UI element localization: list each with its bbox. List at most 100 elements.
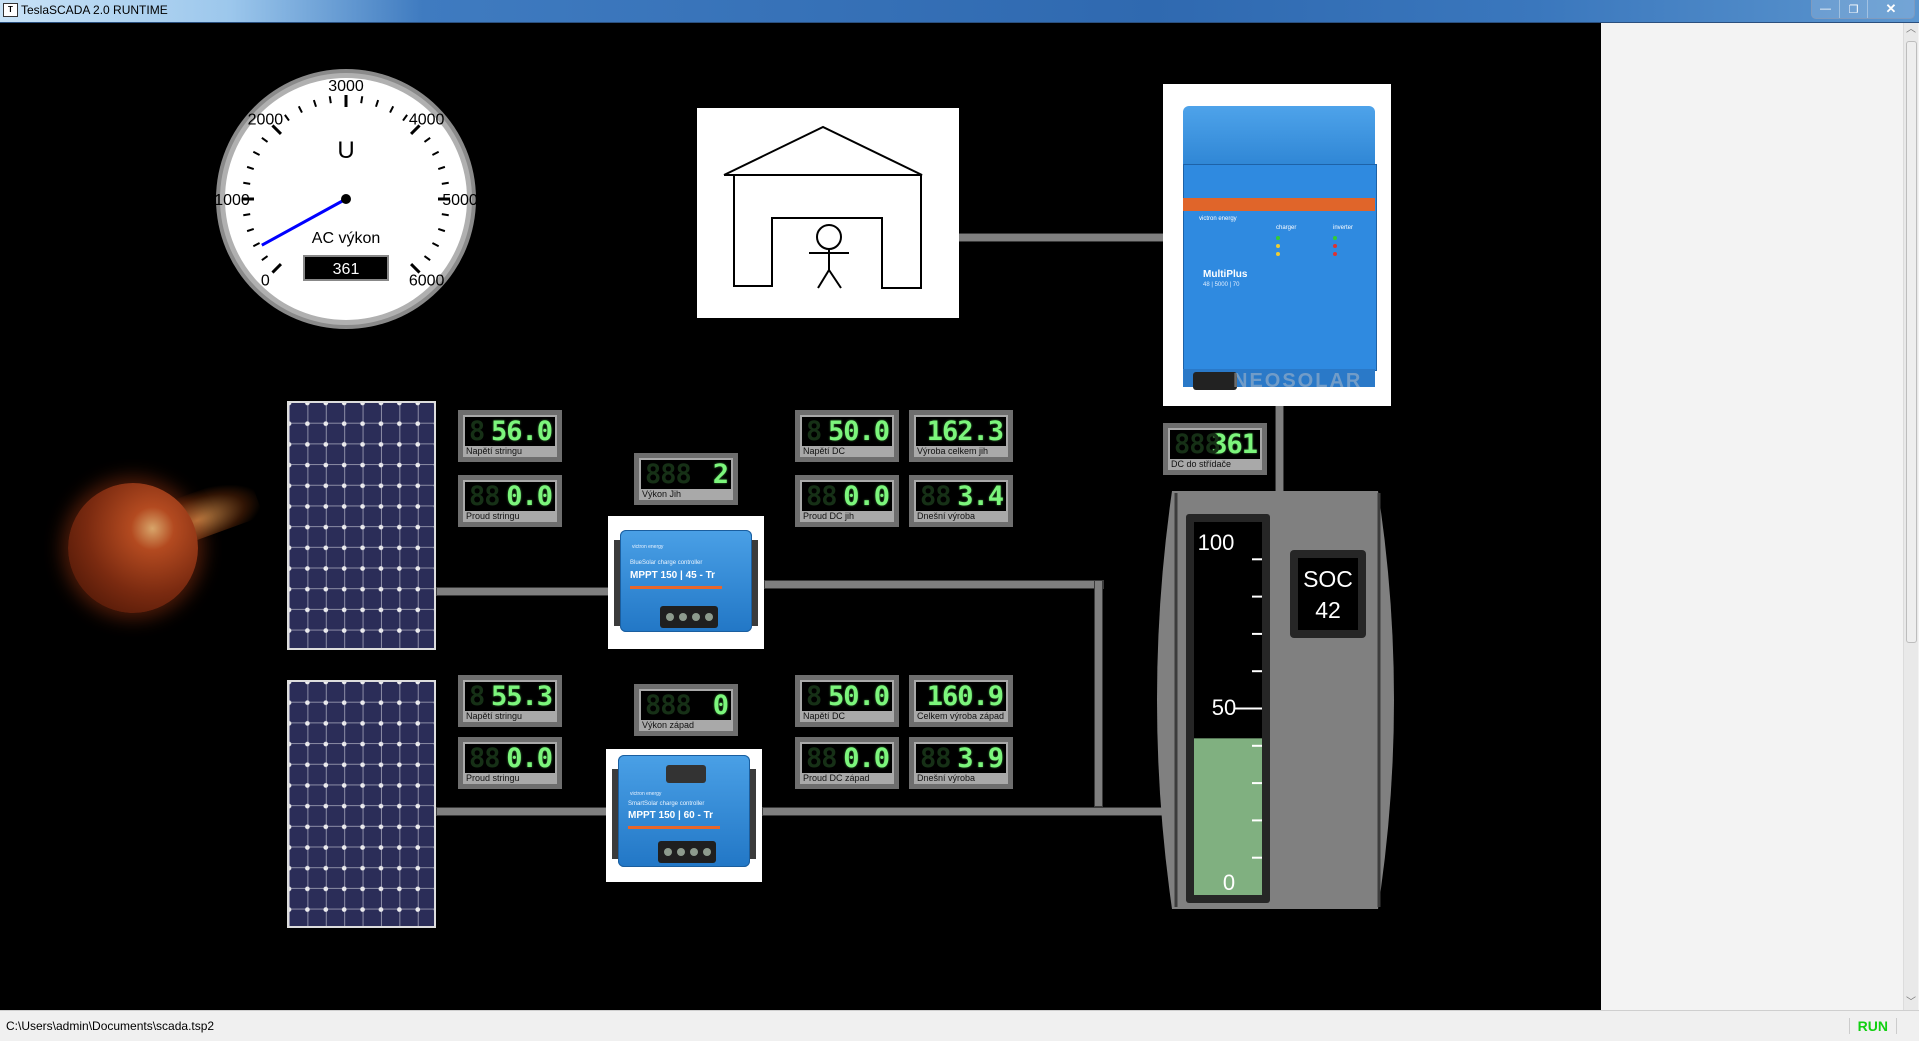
scroll-up-icon[interactable]: ︿ xyxy=(1906,24,1916,35)
display-label: Napětí DC xyxy=(803,711,846,721)
solar-panel-south xyxy=(287,401,436,650)
display-value: 0.0 xyxy=(843,481,890,512)
inverter-image: victron energy charger inverter MultiPlu… xyxy=(1163,84,1391,406)
display-value: 50.0 xyxy=(827,416,890,447)
pipe-house-inverter xyxy=(958,233,1164,242)
inverter-watermark: NEOSOLAR xyxy=(1233,370,1363,392)
gauge-tick-label: 3000 xyxy=(328,78,364,95)
pipe-mppt2-battery xyxy=(762,807,1176,816)
soc-label: SOC xyxy=(1303,566,1353,592)
inverter-brand: victron energy xyxy=(1199,216,1237,222)
display-label: Proud DC západ xyxy=(803,773,870,783)
scale-label-50: 50 xyxy=(1212,695,1236,720)
gauge-minor-tick xyxy=(360,96,364,104)
gauge-minor-tick xyxy=(312,99,317,108)
gauge-readout-box xyxy=(303,255,389,281)
level-fill xyxy=(1194,738,1262,895)
display-label: Dnešní výroba xyxy=(917,773,976,783)
vertical-scrollbar[interactable]: ︿ ﹀ xyxy=(1903,23,1918,1010)
gauge-minor-tick xyxy=(243,181,251,185)
display-value: 160.9 xyxy=(926,681,1004,712)
gauge-minor-tick xyxy=(246,165,255,170)
scale-label-100: 100 xyxy=(1198,530,1235,555)
gauge-minor-tick xyxy=(328,96,332,104)
display-value: 0.0 xyxy=(843,743,890,774)
display-label: Výkon západ xyxy=(642,720,695,730)
gauge-readout: 361 xyxy=(333,261,360,278)
gauge-minor-tick xyxy=(261,255,269,261)
gauge-title: AC výkon xyxy=(312,230,380,247)
display-label: Proud stringu xyxy=(466,773,520,783)
house-icon xyxy=(723,125,923,289)
display-value: 162.3 xyxy=(926,416,1004,447)
gauge-major-tick xyxy=(271,262,283,274)
gauge-minor-tick xyxy=(441,213,449,217)
gauge-minor-tick xyxy=(375,99,380,108)
solar-panel-west xyxy=(287,680,436,928)
scale-label-0: 0 xyxy=(1223,870,1235,895)
display-value: 0 xyxy=(712,690,729,721)
controller-brand: victron energy xyxy=(632,544,664,550)
gauge-major-tick xyxy=(271,124,283,136)
gauge-minor-tick xyxy=(431,242,440,248)
right-panel: ︿ ﹀ xyxy=(1601,23,1919,1010)
soc-value: 42 xyxy=(1315,597,1341,623)
pipe-panel1-mppt1 xyxy=(436,587,610,596)
title-bar: T TeslaSCADA 2.0 RUNTIME — ❐ ✕ xyxy=(0,0,1919,23)
display-label: DC do střídače xyxy=(1171,459,1232,469)
gauge-minor-tick xyxy=(246,228,255,233)
inverter-model: MultiPlus xyxy=(1203,269,1248,280)
person-icon xyxy=(816,224,842,250)
window-controls: — ❐ ✕ xyxy=(1811,0,1915,19)
inverter-inverter-label: inverter xyxy=(1333,225,1354,231)
controller-model: MPPT 150 | 45 - Tr xyxy=(630,570,716,581)
soc-box xyxy=(1298,558,1358,630)
minimize-button[interactable]: — xyxy=(1820,3,1831,15)
display-value: 56.0 xyxy=(490,416,553,447)
gauge-major-tick xyxy=(409,124,421,136)
gauge-minor-tick xyxy=(423,255,431,261)
scroll-thumb[interactable] xyxy=(1906,41,1917,643)
gauge-minor-tick xyxy=(284,114,290,122)
gauge-minor-tick xyxy=(389,105,395,114)
display-value: 0.0 xyxy=(506,743,553,774)
display-value: 2 xyxy=(712,459,729,490)
pipe-bus-vertical xyxy=(1094,580,1103,807)
gauge-unit: U xyxy=(337,137,354,164)
controller-name: SmartSolar charge controller xyxy=(628,801,705,807)
house-box xyxy=(697,108,959,318)
display-value: 0.0 xyxy=(506,481,553,512)
scroll-down-icon[interactable]: ﹀ xyxy=(1906,997,1916,1008)
gauge-minor-tick xyxy=(297,105,303,114)
inverter-spec: 48 | 5000 | 70 xyxy=(1203,282,1240,288)
gauge-minor-tick xyxy=(437,228,446,233)
gauge-tick-label: 2000 xyxy=(248,111,284,128)
pipe-panel2-mppt2 xyxy=(436,807,608,816)
display-value: 361 xyxy=(1211,429,1258,460)
inverter-charger-label: charger xyxy=(1276,225,1297,231)
display-value: 55.3 xyxy=(490,681,553,712)
app-icon: T xyxy=(3,3,18,17)
sun-icon xyxy=(68,483,198,613)
controller-brand: victron energy xyxy=(630,791,662,797)
controller-model: MPPT 150 | 60 - Tr xyxy=(628,810,714,821)
display-label: Napětí DC xyxy=(803,446,846,456)
display-label: Výroba celkem jih xyxy=(917,446,989,456)
close-button[interactable]: ✕ xyxy=(1867,0,1914,18)
display-label: Napětí stringu xyxy=(466,711,523,721)
restore-button[interactable]: ❐ xyxy=(1839,0,1867,18)
gauge-tick-label: 5000 xyxy=(442,192,478,209)
gauge-minor-tick xyxy=(437,165,446,170)
gauge-needle xyxy=(261,197,347,247)
gauge-minor-tick xyxy=(252,150,261,156)
